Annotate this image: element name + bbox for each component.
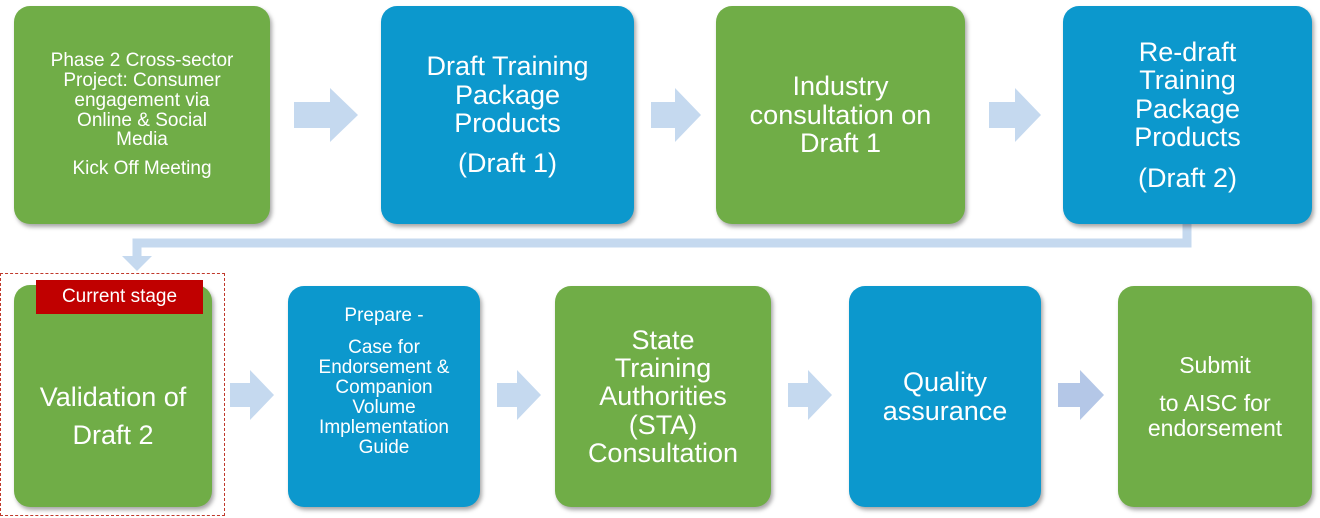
step-redraft: Re-draft Training Package Products (Draf… (1063, 6, 1312, 224)
step-industry-consultation-line: Industry (792, 71, 889, 102)
step-industry-consultation: Industry consultation on Draft 1 (716, 6, 965, 224)
step-prepare: Prepare - Case for Endorsement & Compani… (288, 286, 480, 507)
step-quality-line: assurance (882, 395, 1008, 426)
step-redraft-sub: (Draft 2) (1137, 162, 1237, 193)
step-validation-line: Validation of (39, 381, 187, 412)
step-prepare-sub: Volume (352, 396, 416, 418)
step-sta-consultation: State Training Authorities (STA) Consult… (555, 286, 771, 507)
step-prepare-line: Prepare - (344, 305, 424, 326)
flow-arrow-icon (651, 88, 701, 142)
step-submit-sub: endorsement (1147, 414, 1283, 441)
step-quality-line: Quality (902, 367, 988, 398)
step-kickoff-sub: Kick Off Meeting (72, 158, 212, 180)
step-submit-sub: to AISC for (1159, 390, 1271, 417)
step-sta-line: Training (614, 352, 712, 383)
step-validation: Validation of Draft 2 (14, 285, 212, 507)
step-sta-line: (STA) (628, 409, 698, 440)
step-redraft-line: Re-draft (1138, 37, 1237, 68)
step-prepare-sub: Companion (335, 376, 433, 398)
step-industry-consultation-line: consultation on (749, 99, 932, 130)
flow-arrow-icon (294, 88, 358, 142)
step-draft-1-line: Products (454, 108, 561, 138)
step-sta-line: State (631, 324, 695, 355)
step-kickoff: Phase 2 Cross-sector Project: Consumer e… (14, 6, 270, 224)
step-kickoff-line: Media (116, 129, 168, 151)
step-redraft-line: Products (1134, 122, 1241, 153)
step-kickoff-line: Online & Social (77, 109, 207, 131)
step-redraft-line: Training (1139, 65, 1236, 96)
step-draft-1: Draft Training Package Products (Draft 1… (381, 6, 634, 224)
step-submit-line: Submit (1179, 352, 1251, 379)
step-quality-assurance: Quality assurance (849, 286, 1041, 507)
flow-arrow-icon (788, 370, 832, 420)
step-prepare-sub: Case for (348, 336, 420, 358)
step-prepare-sub: Implementation (319, 416, 449, 438)
step-draft-1-line: Package (454, 79, 561, 110)
current-stage-frame (0, 273, 225, 516)
flow-arrow-icon (497, 370, 541, 420)
step-prepare-sub: Guide (358, 436, 410, 458)
step-prepare-sub: Endorsement & (318, 356, 450, 378)
step-validation-line: Draft 2 (72, 420, 154, 450)
step-submit: Submit to AISC for endorsement (1118, 286, 1312, 507)
step-kickoff-line: engagement via (74, 89, 210, 111)
step-sta-line: Consultation (587, 438, 739, 469)
step-sta-line: Authorities (599, 381, 727, 412)
step-kickoff-line: Project: Consumer (63, 69, 221, 91)
step-draft-1-sub: (Draft 1) (457, 148, 557, 179)
step-redraft-line: Package (1134, 93, 1241, 124)
step-industry-consultation-line: Draft 1 (799, 128, 882, 159)
flow-arrow-icon (230, 370, 274, 420)
step-kickoff-line: Phase 2 Cross-sector (50, 49, 234, 71)
step-draft-1-line: Draft Training (426, 51, 589, 82)
current-stage-badge: Current stage (36, 280, 203, 314)
flow-arrow-icon (989, 88, 1041, 142)
flow-arrow-icon (1058, 370, 1104, 420)
